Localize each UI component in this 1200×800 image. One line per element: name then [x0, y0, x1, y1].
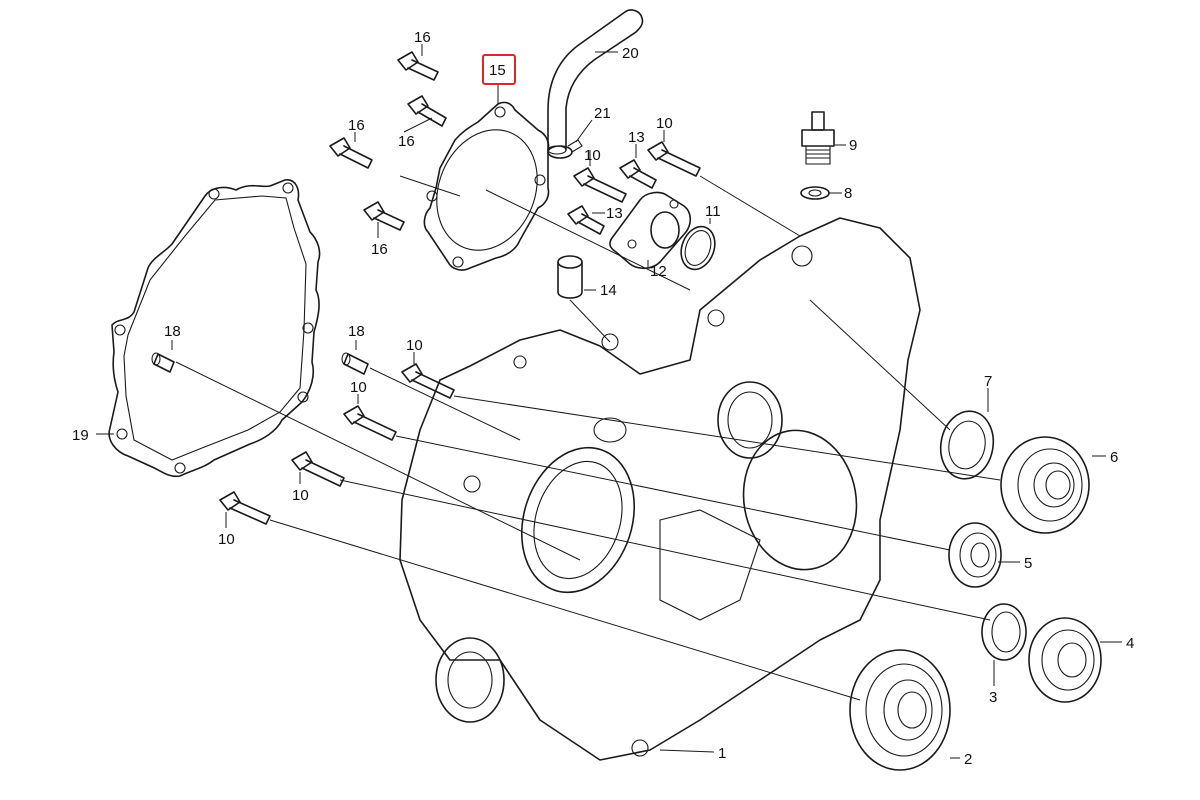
callout-13-upper[interactable]: 13	[628, 129, 645, 146]
gasket-15[interactable]	[419, 101, 554, 271]
callout-16-left[interactable]: 16	[348, 117, 365, 134]
bolt-10-far-left[interactable]	[219, 491, 271, 525]
callout-10-mid[interactable]: 10	[584, 147, 601, 164]
callout-4[interactable]: 4	[1126, 635, 1134, 652]
callout-2[interactable]: 2	[964, 751, 972, 768]
callout-3[interactable]: 3	[989, 689, 997, 706]
bolt-13-upper[interactable]	[619, 159, 657, 189]
callout-16-top[interactable]: 16	[414, 29, 431, 46]
dowel-pin-18-right[interactable]	[341, 352, 369, 375]
leader-lines	[96, 44, 1122, 759]
callout-10-upper[interactable]: 10	[656, 115, 673, 132]
callout-11[interactable]: 11	[705, 203, 721, 220]
bolt-10-left-mid[interactable]	[343, 405, 397, 441]
callout-21[interactable]: 21	[594, 105, 611, 122]
callout-10-far-left[interactable]: 10	[218, 531, 235, 548]
callout-14[interactable]: 14	[600, 282, 617, 299]
callout-10-left-upper[interactable]: 10	[406, 337, 423, 354]
callout-18-left[interactable]: 18	[164, 323, 181, 340]
sensor-9[interactable]	[801, 111, 835, 165]
pipe-14[interactable]	[557, 255, 583, 299]
bolt-16-top[interactable]	[397, 51, 439, 81]
callout-16-second[interactable]: 16	[398, 133, 415, 150]
callout-6[interactable]: 6	[1110, 449, 1118, 466]
callout-10-left-mid[interactable]: 10	[350, 379, 367, 396]
selected-callout-highlight	[482, 54, 516, 85]
callout-19[interactable]: 19	[72, 427, 89, 444]
callout-20[interactable]: 20	[622, 45, 639, 62]
callout-13-lower[interactable]: 13	[606, 205, 623, 222]
bolt-16-second[interactable]	[407, 95, 447, 127]
callout-9[interactable]: 9	[849, 137, 857, 154]
crankcase-1[interactable]	[399, 217, 921, 761]
dowel-pin-18-left[interactable]	[151, 352, 175, 373]
gasket-19[interactable]	[108, 179, 321, 478]
bearing-2[interactable]	[849, 649, 951, 771]
callout-10-left-lower[interactable]: 10	[292, 487, 309, 504]
oil-seal-7[interactable]	[935, 407, 998, 483]
bolt-10-left-upper[interactable]	[401, 363, 455, 399]
bolt-10-left-lower[interactable]	[291, 451, 345, 487]
callout-5[interactable]: 5	[1024, 555, 1032, 572]
hose-clamp-21[interactable]	[547, 139, 583, 159]
oil-seal-3[interactable]	[981, 603, 1027, 661]
callout-8[interactable]: 8	[844, 185, 852, 202]
callout-1[interactable]: 1	[718, 745, 726, 762]
washer-8[interactable]	[800, 186, 830, 200]
bearing-5[interactable]	[948, 522, 1002, 588]
callout-15[interactable]: 15	[489, 62, 506, 79]
bearing-4[interactable]	[1028, 617, 1102, 703]
callout-12[interactable]: 12	[650, 263, 667, 280]
callout-labels: 16 15 20 21 16 16 13 10 9 10 8 16 13 11 …	[72, 29, 1134, 768]
bolt-16-left[interactable]	[329, 137, 373, 169]
bolt-10-mid[interactable]	[573, 167, 627, 203]
bolt-13-lower[interactable]	[567, 205, 605, 235]
callout-18-right[interactable]: 18	[348, 323, 365, 340]
bolt-16-lower[interactable]	[363, 201, 405, 231]
bolt-10-upper[interactable]	[647, 141, 701, 177]
callout-7[interactable]: 7	[984, 373, 992, 390]
bearing-6[interactable]	[1000, 436, 1090, 534]
callout-16-lower[interactable]: 16	[371, 241, 388, 258]
o-ring-11[interactable]	[675, 222, 720, 274]
cover-plate-12[interactable]	[609, 191, 692, 270]
